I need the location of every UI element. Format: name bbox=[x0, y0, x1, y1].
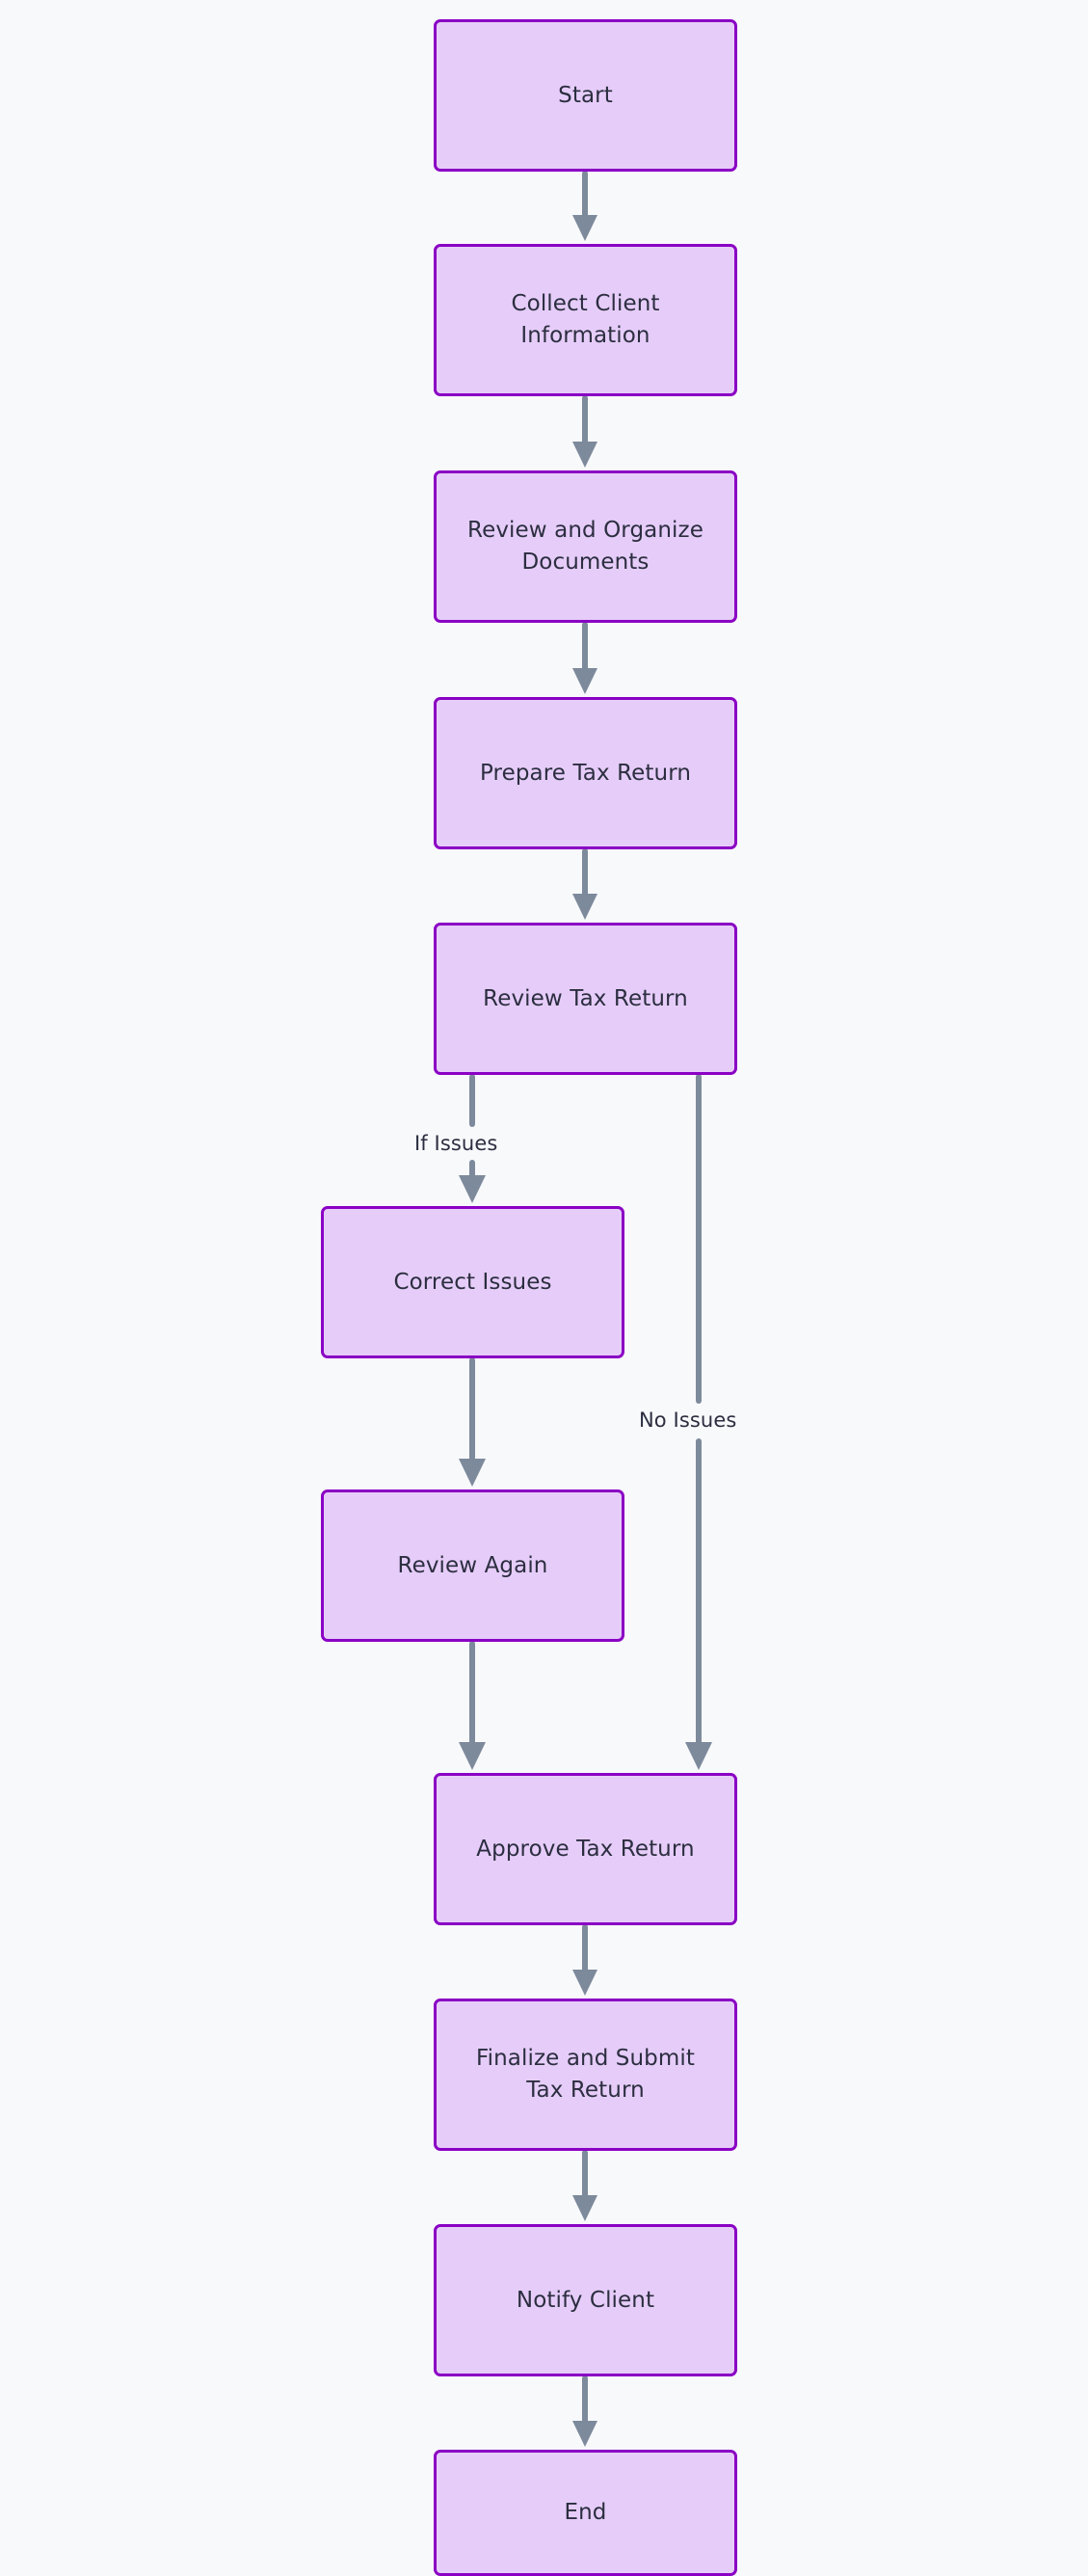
node-review-and-organize-documents-label: Review and Organize Documents bbox=[467, 518, 703, 575]
node-review-tax-return[interactable]: Review Tax Return bbox=[434, 923, 737, 1075]
node-finalize-and-submit-tax-return-label: Finalize and Submit Tax Return bbox=[475, 2046, 695, 2103]
edge-label-if-issues: If Issues bbox=[414, 1132, 498, 1155]
node-collect-client-information[interactable]: Collect Client Information bbox=[434, 244, 737, 396]
node-review-again-label: Review Again bbox=[397, 1552, 548, 1578]
edge-collect-to-organize bbox=[572, 395, 597, 468]
edge-correct-to-again bbox=[459, 1357, 486, 1487]
node-review-and-organize-documents[interactable]: Review and Organize Documents bbox=[434, 470, 737, 623]
node-prepare-tax-return-label: Prepare Tax Return bbox=[479, 760, 692, 786]
edge-label-no-issues: No Issues bbox=[639, 1409, 737, 1432]
node-start-label: Start bbox=[558, 82, 613, 108]
edge-approve-to-finalize bbox=[572, 1924, 597, 1996]
node-prepare-tax-return[interactable]: Prepare Tax Return bbox=[434, 697, 737, 849]
node-correct-issues-label: Correct Issues bbox=[393, 1269, 552, 1295]
node-end[interactable]: End bbox=[434, 2450, 737, 2576]
node-end-label: End bbox=[564, 2500, 607, 2526]
edge-prepare-to-review bbox=[572, 848, 597, 920]
node-correct-issues[interactable]: Correct Issues bbox=[321, 1206, 624, 1358]
edge-organize-to-prepare bbox=[572, 622, 597, 694]
node-collect-client-information-label: Collect Client Information bbox=[511, 291, 660, 348]
edge-start-to-collect bbox=[572, 171, 597, 241]
node-start[interactable]: Start bbox=[434, 19, 737, 172]
edge-again-to-approve bbox=[459, 1641, 486, 1770]
node-approve-tax-return-label: Approve Tax Return bbox=[476, 1836, 695, 1862]
node-notify-client[interactable]: Notify Client bbox=[434, 2224, 737, 2376]
edge-finalize-to-notify bbox=[572, 2150, 597, 2221]
node-finalize-and-submit-tax-return[interactable]: Finalize and Submit Tax Return bbox=[434, 1999, 737, 2151]
node-review-tax-return-label: Review Tax Return bbox=[483, 985, 688, 1011]
edge-notify-to-end bbox=[572, 2375, 597, 2447]
node-notify-client-label: Notify Client bbox=[516, 2287, 655, 2313]
node-review-again[interactable]: Review Again bbox=[321, 1489, 624, 1642]
node-approve-tax-return[interactable]: Approve Tax Return bbox=[434, 1773, 737, 1925]
